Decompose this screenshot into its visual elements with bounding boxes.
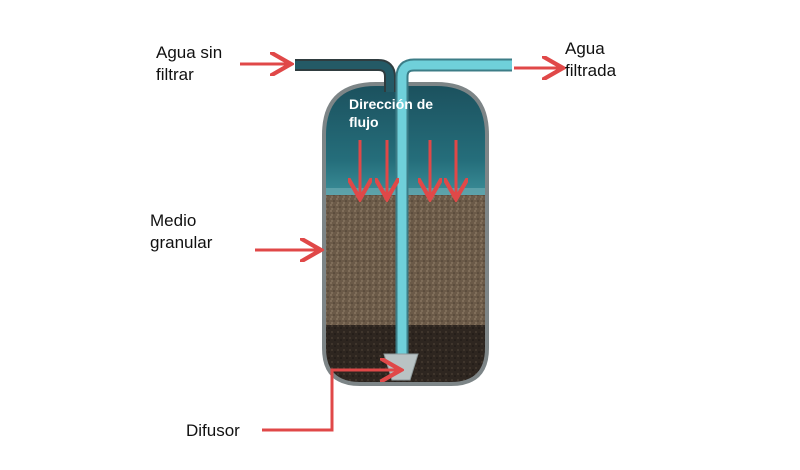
flow-direction-label: Dirección de flujo	[349, 95, 433, 131]
flow-direction-arrows	[360, 140, 456, 196]
diffuser-label: Difusor	[186, 421, 240, 440]
diffuser-arrow	[262, 370, 398, 432]
inlet-label-line2: filtrar	[156, 65, 194, 84]
flow-label-line1: Dirección de	[349, 96, 434, 112]
inlet-label: Agua sin filtrar	[156, 42, 222, 86]
inlet-label-line1: Agua sin	[156, 43, 223, 62]
flow-label-line2: flujo	[349, 114, 379, 130]
media-label-line1: Medio	[150, 211, 197, 230]
outlet-label: Agua filtrada	[565, 38, 616, 82]
outlet-label-line2: filtrada	[565, 61, 617, 80]
media-label-line2: granular	[150, 233, 213, 252]
outlet-label-line1: Agua	[565, 39, 605, 58]
media-label: Medio granular	[150, 210, 212, 254]
